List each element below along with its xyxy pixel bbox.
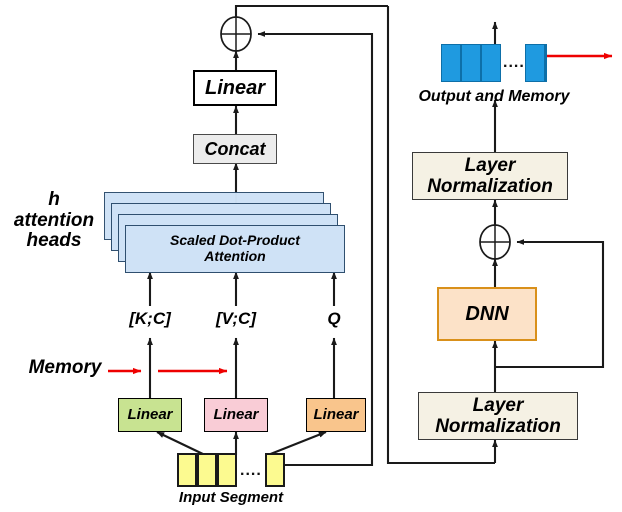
- input-segment-label: Input Segment: [178, 489, 284, 506]
- linear-key-label: Linear: [127, 405, 173, 423]
- attention-label: Scaled Dot-Product Attention: [170, 232, 300, 264]
- output-memory-block-1: [441, 44, 461, 82]
- output-memory-block-tail-2: [545, 44, 547, 82]
- layer-norm-top[interactable]: Layer Normalization: [412, 152, 568, 200]
- output-linear-label: Linear: [204, 76, 266, 99]
- q-input-label: Q: [327, 309, 341, 328]
- output-memory-ellipsis: ....: [503, 54, 525, 71]
- memory-label: Memory: [28, 357, 102, 378]
- linear-query-label: Linear: [313, 405, 359, 423]
- input-segment-block-3: [217, 453, 237, 487]
- input-segment-block-2: [197, 453, 217, 487]
- dnn-label: DNN: [465, 302, 509, 325]
- v-input-label: [V;C]: [216, 309, 256, 328]
- heads-label: h attention heads: [13, 189, 95, 252]
- output-memory-block-tail-1: [525, 44, 545, 82]
- layer-norm-bottom[interactable]: Layer Normalization: [418, 392, 578, 440]
- layer-norm-bottom-label: Layer Normalization: [435, 394, 561, 437]
- linear-box-key[interactable]: Linear: [118, 398, 182, 432]
- output-memory-block-3: [481, 44, 501, 82]
- concat-label: Concat: [204, 138, 266, 159]
- input-segment-block-1: [177, 453, 197, 487]
- linear-box-query[interactable]: Linear: [306, 398, 366, 432]
- attention-head-front[interactable]: Scaled Dot-Product Attention: [125, 225, 345, 273]
- output-memory-block-2: [461, 44, 481, 82]
- dnn-box[interactable]: DNN: [437, 287, 537, 341]
- linear-value-label: Linear: [213, 405, 259, 423]
- input-segment-block-tail: [265, 453, 285, 487]
- k-input-label: [K;C]: [129, 309, 171, 328]
- output-linear-box[interactable]: Linear: [193, 70, 277, 106]
- layer-norm-top-label: Layer Normalization: [427, 154, 553, 197]
- input-segment-ellipsis: ....: [240, 462, 262, 479]
- linear-box-value[interactable]: Linear: [204, 398, 268, 432]
- output-memory-label: Output and Memory: [418, 88, 570, 105]
- concat-box[interactable]: Concat: [193, 134, 277, 164]
